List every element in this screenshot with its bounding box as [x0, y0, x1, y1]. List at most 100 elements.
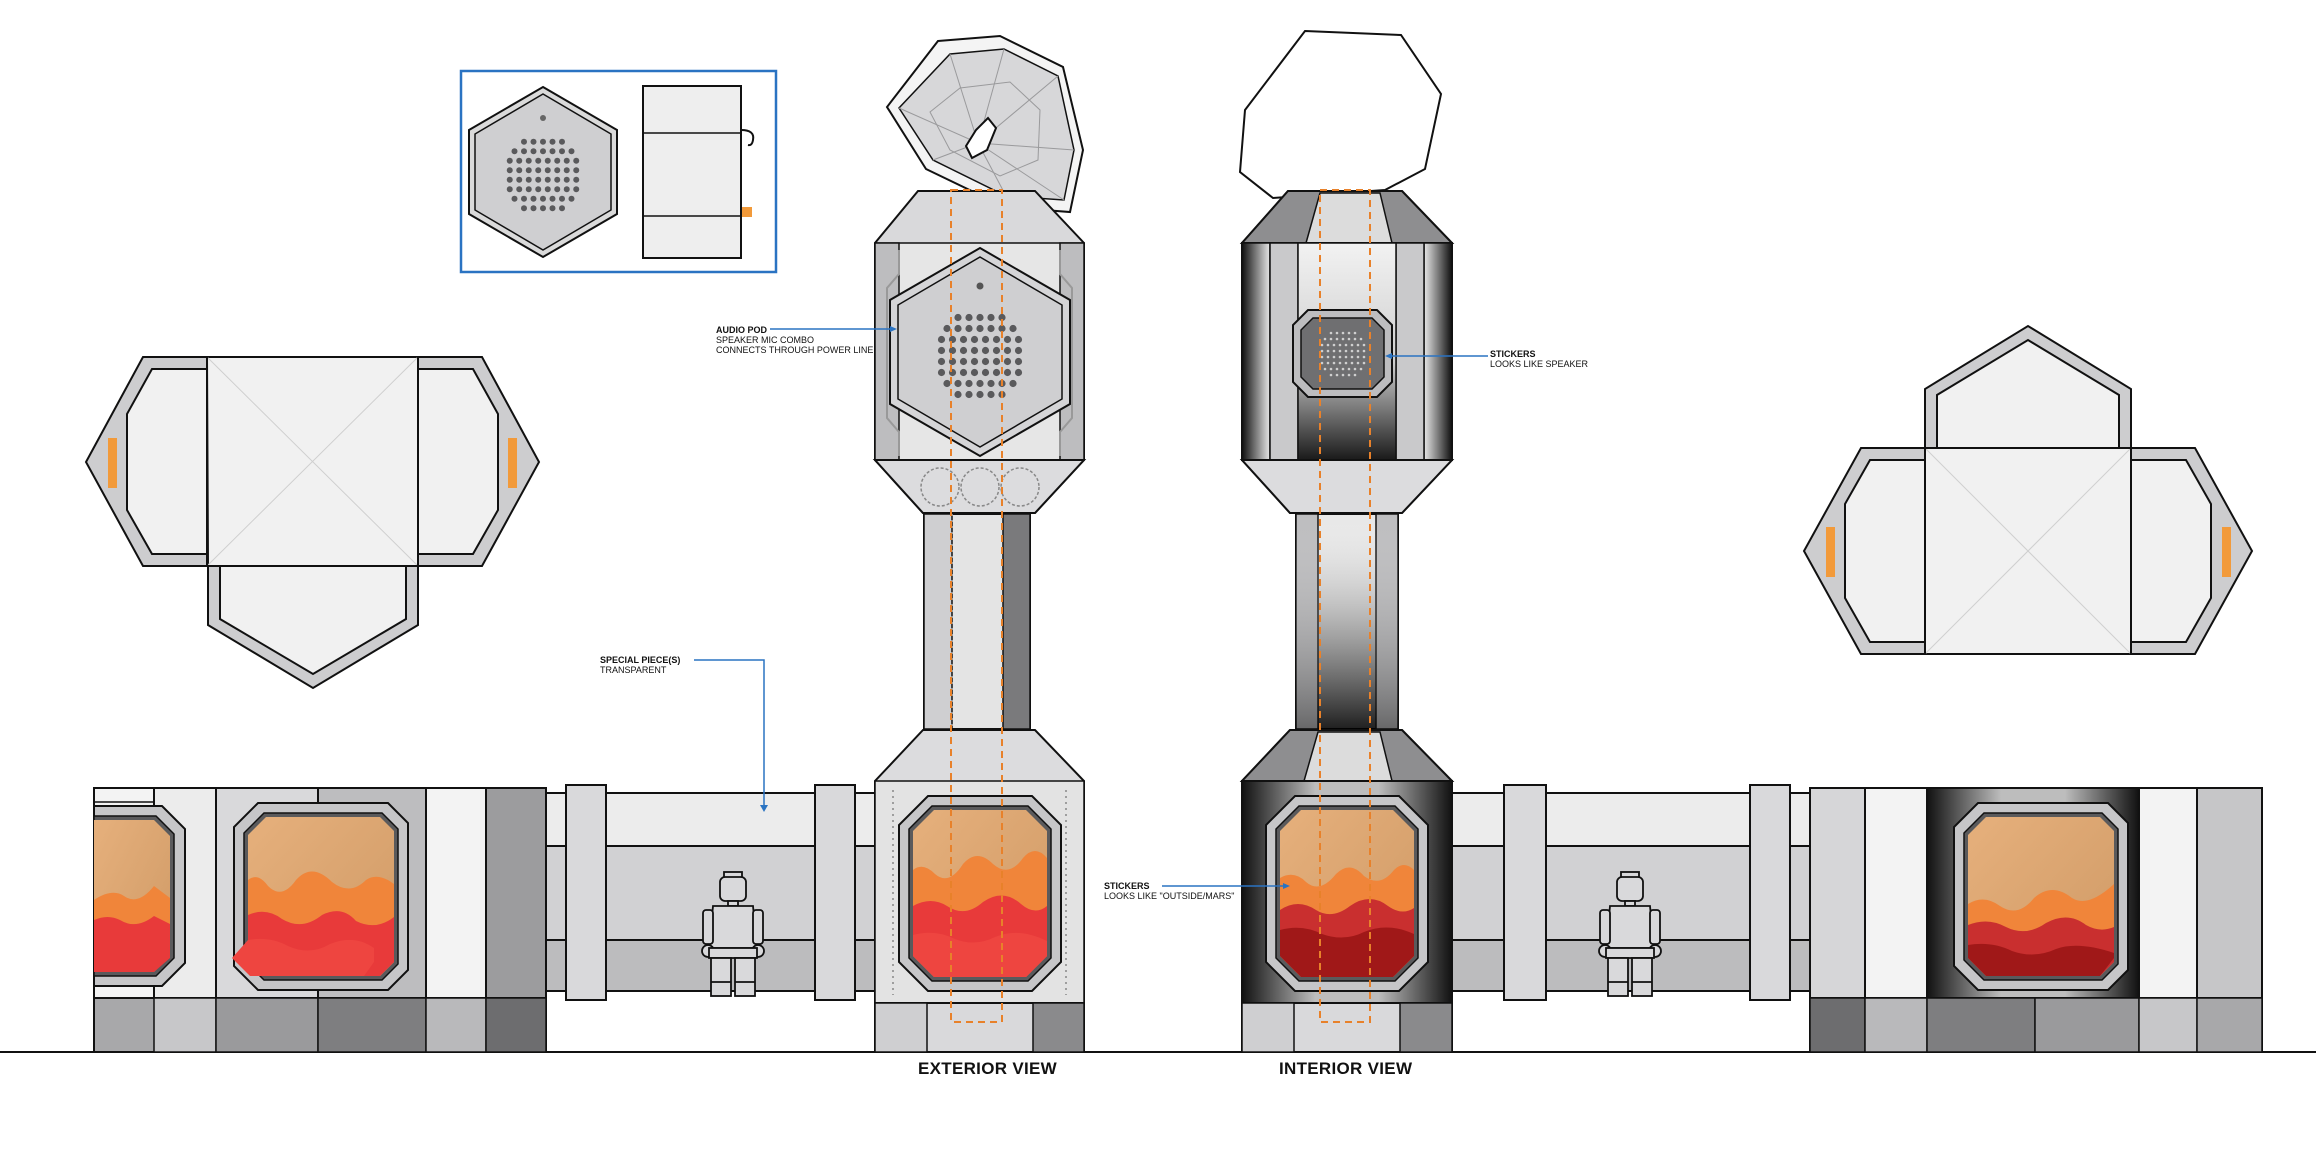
- grille-hole: [521, 205, 527, 212]
- grille-hole: [535, 167, 542, 174]
- grille-hole: [1014, 335, 1023, 344]
- grille-hole: [1353, 337, 1357, 341]
- audio-pod-callout-line1: SPEAKER MIC COMBO: [716, 335, 815, 345]
- grille-hole: [554, 157, 561, 164]
- grille-hole: [965, 313, 973, 322]
- stickers-mars-callout-line1: LOOKS LIKE "OUTSIDE/MARS": [1104, 891, 1235, 901]
- audio-pod-callout-title: AUDIO POD: [716, 325, 768, 335]
- grille-hole: [1350, 343, 1354, 347]
- grille-hole: [573, 186, 580, 193]
- exterior-satellite-dish: [885, 34, 1085, 214]
- grille-hole: [992, 368, 1001, 377]
- special-piece-callout-title: SPECIAL PIECE(S): [600, 655, 681, 665]
- grille-hole: [1344, 361, 1348, 365]
- grille-hole: [998, 313, 1006, 322]
- speaker-detail-inset: [459, 69, 778, 274]
- grille-hole: [948, 335, 957, 344]
- minifigure-part: [1605, 947, 1655, 959]
- grille-hole: [540, 148, 546, 155]
- grille-hole: [1320, 343, 1324, 347]
- grille-hole: [563, 157, 570, 164]
- grille-hole: [516, 176, 523, 183]
- grille-hole: [511, 148, 518, 155]
- grille-hole: [1332, 361, 1336, 365]
- grille-hole: [976, 390, 984, 399]
- grille-hole: [1347, 367, 1351, 371]
- grille-hole: [1356, 355, 1360, 359]
- exterior-base-module: [874, 729, 1085, 1053]
- stickers-speaker-callout: STICKERS LOOKS LIKE SPEAKER: [1490, 349, 1588, 369]
- grille-hole: [530, 205, 537, 212]
- grille-hole: [1320, 349, 1324, 353]
- grille-hole: [1344, 349, 1348, 353]
- minifigure-right: [1598, 871, 1662, 997]
- minifigure-part: [702, 909, 714, 945]
- minifigure-part: [1599, 909, 1611, 945]
- grille-hole: [1338, 355, 1342, 359]
- grille-hole: [1326, 355, 1330, 359]
- right-corridor: [1451, 784, 1811, 1001]
- grille-hole: [954, 390, 962, 399]
- left-module-main-window: [232, 802, 409, 991]
- grille-hole: [1332, 349, 1336, 353]
- minifigure-part: [708, 905, 758, 949]
- grille-hole: [544, 176, 551, 183]
- grille-hole: [954, 379, 962, 388]
- grille-hole: [1350, 355, 1354, 359]
- minifigure-part: [734, 957, 756, 997]
- grille-hole: [1326, 361, 1330, 365]
- grille-hole: [970, 346, 979, 355]
- grille-hole: [530, 138, 537, 145]
- grille-hole: [1335, 337, 1339, 341]
- grille-hole: [549, 205, 556, 212]
- grille-hole: [559, 138, 565, 145]
- grille-hole: [559, 148, 565, 155]
- grille-hole: [948, 368, 957, 377]
- grille-hole: [544, 157, 551, 164]
- grille-hole: [568, 195, 575, 202]
- grille-hole: [1362, 343, 1366, 347]
- grille-hole: [987, 390, 995, 399]
- minifigure-part: [752, 909, 764, 945]
- grille-hole: [1323, 367, 1327, 371]
- interior-tube: [1295, 513, 1399, 730]
- grille-hole: [965, 379, 973, 388]
- grille-hole: [1356, 361, 1360, 365]
- special-piece-callout-line1: TRANSPARENT: [600, 665, 667, 675]
- grille-hole: [511, 195, 518, 202]
- grille-hole: [525, 176, 532, 183]
- grille-hole: [559, 205, 565, 212]
- minifigure-part: [1649, 909, 1661, 945]
- grille-hole: [559, 195, 565, 202]
- grille-hole: [1341, 373, 1345, 377]
- grille-hole: [516, 186, 523, 193]
- interior-audio-pod-module: [1239, 190, 1455, 514]
- grille-hole: [1338, 361, 1342, 365]
- grille-hole: [987, 379, 995, 388]
- grille-hole: [1341, 331, 1345, 335]
- speaker-grille-inset: [506, 138, 580, 212]
- grille-hole: [992, 335, 1001, 344]
- grille-hole: [1359, 337, 1363, 341]
- grille-hole: [992, 357, 1001, 366]
- grille-hole: [535, 186, 542, 193]
- exterior-window: [898, 795, 1062, 992]
- audio-pod-callout: AUDIO POD SPEAKER MIC COMBO CONNECTS THR…: [716, 325, 873, 355]
- grille-hole: [970, 368, 979, 377]
- grille-hole: [948, 357, 957, 366]
- grille-hole: [516, 167, 523, 174]
- left-ground-module: [93, 787, 547, 1053]
- grille-hole: [1014, 357, 1023, 366]
- grille-hole: [981, 357, 990, 366]
- minifigure-part: [719, 876, 747, 902]
- grille-hole: [1347, 373, 1351, 377]
- grille-hole: [970, 335, 979, 344]
- grille-hole: [1003, 346, 1012, 355]
- grille-hole: [959, 346, 968, 355]
- grille-hole: [573, 176, 580, 183]
- minifigure-part: [708, 947, 758, 959]
- grille-hole: [1362, 355, 1366, 359]
- grille-hole: [998, 324, 1006, 333]
- grille-hole: [1362, 361, 1366, 365]
